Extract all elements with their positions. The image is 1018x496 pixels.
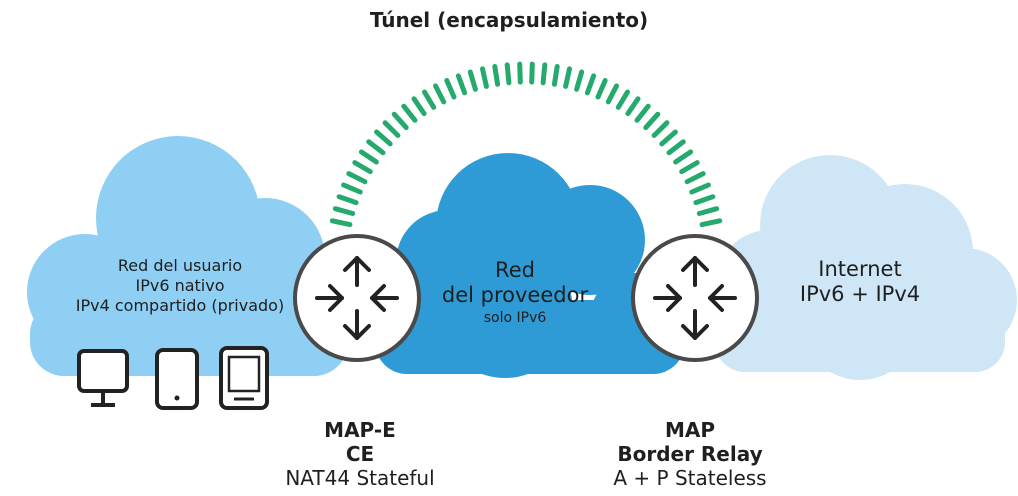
tunnel-dash bbox=[374, 129, 393, 147]
tunnel-dash bbox=[455, 73, 468, 96]
tunnel-dash bbox=[673, 149, 694, 165]
internet-label: Internet IPv6 + IPv4 bbox=[770, 257, 950, 307]
tunnel-dash bbox=[366, 139, 386, 156]
user-network-line-2: IPv6 nativo bbox=[135, 276, 225, 295]
tunnel-dash bbox=[382, 120, 401, 138]
tunnel-dash bbox=[422, 89, 437, 110]
tunnel-dash bbox=[336, 194, 359, 206]
tunnel-dash bbox=[693, 194, 716, 206]
ce-label: MAP-E CE NAT44 Stateful bbox=[250, 418, 470, 490]
tunnel-dash bbox=[391, 111, 409, 131]
ce-label-line-2: CE bbox=[345, 442, 375, 466]
tunnel-dash bbox=[643, 111, 661, 131]
tunnel-dash bbox=[595, 78, 608, 100]
border-relay-label-line-3: A + P Stateless bbox=[613, 466, 767, 490]
tunnel-arc bbox=[329, 61, 723, 228]
border-relay-label-line-1: MAP bbox=[664, 418, 716, 442]
tunnel-dash bbox=[574, 69, 585, 92]
provider-network-line-1: Red bbox=[495, 258, 535, 282]
tunnel-dash bbox=[666, 139, 686, 156]
ce-label-line-3: NAT44 Stateful bbox=[285, 466, 435, 490]
monitor-icon bbox=[77, 349, 129, 407]
provider-network-line-3: solo IPv6 bbox=[483, 310, 547, 327]
tunnel-dash bbox=[329, 218, 353, 228]
internet-line-2: IPv6 + IPv4 bbox=[799, 282, 921, 307]
tunnel-dash bbox=[563, 66, 572, 89]
tunnel-dash bbox=[529, 61, 535, 85]
tunnel-dash bbox=[696, 206, 720, 216]
border-relay-router-icon bbox=[631, 234, 759, 362]
tunnel-dash bbox=[684, 171, 706, 185]
tunnel-dash bbox=[504, 62, 512, 86]
tunnel-dash bbox=[411, 96, 427, 117]
tunnel-dash bbox=[584, 73, 597, 96]
tunnel-dash bbox=[659, 129, 678, 147]
tunnel-dash bbox=[651, 120, 670, 138]
tunnel-dash bbox=[689, 182, 711, 195]
tunnel-dash bbox=[433, 83, 447, 105]
tunnel-dash bbox=[634, 103, 651, 123]
internet-line-1: Internet bbox=[818, 257, 902, 281]
tunnel-dash bbox=[551, 64, 560, 87]
provider-network-label: Red del proveedor solo IPv6 bbox=[420, 258, 610, 328]
tunnel-dash bbox=[699, 218, 723, 228]
border-relay-label-line-2: Border Relay bbox=[617, 442, 763, 466]
tunnel-dash bbox=[480, 66, 489, 89]
tunnel-dash bbox=[341, 182, 363, 195]
tunnel-dash bbox=[358, 149, 379, 165]
tunnel-dash bbox=[332, 206, 356, 216]
tunnel-dash bbox=[401, 103, 418, 123]
tunnel-dash bbox=[467, 69, 478, 92]
tunnel-dash bbox=[615, 89, 630, 110]
ce-router-icon bbox=[293, 234, 421, 362]
tunnel-dash bbox=[540, 62, 548, 86]
tunnel-dash bbox=[346, 171, 368, 185]
tunnel-dash bbox=[444, 78, 457, 100]
ce-label-line-1: MAP-E bbox=[324, 418, 396, 442]
user-network-line-3: IPv4 compartido (privado) bbox=[75, 296, 285, 315]
border-relay-label: MAP Border Relay A + P Stateless bbox=[560, 418, 820, 490]
provider-network-line-2: del proveedor bbox=[441, 283, 589, 308]
tablet-icon bbox=[155, 348, 199, 410]
provider-cloud bbox=[375, 153, 685, 378]
tunnel-dash bbox=[517, 61, 523, 85]
diagram-title: Túnel (encapsulamiento) bbox=[369, 8, 649, 32]
tunnel-dash bbox=[625, 96, 641, 117]
user-network-line-1: Red del usuario bbox=[117, 256, 243, 275]
user-network-label: Red del usuario IPv6 nativo IPv4 compart… bbox=[60, 256, 300, 316]
tunnel-dash bbox=[492, 64, 501, 87]
phone-icon bbox=[219, 346, 269, 410]
tunnel-dash bbox=[679, 160, 700, 175]
tunnel-dash bbox=[605, 83, 619, 105]
tunnel-dash bbox=[352, 160, 373, 175]
